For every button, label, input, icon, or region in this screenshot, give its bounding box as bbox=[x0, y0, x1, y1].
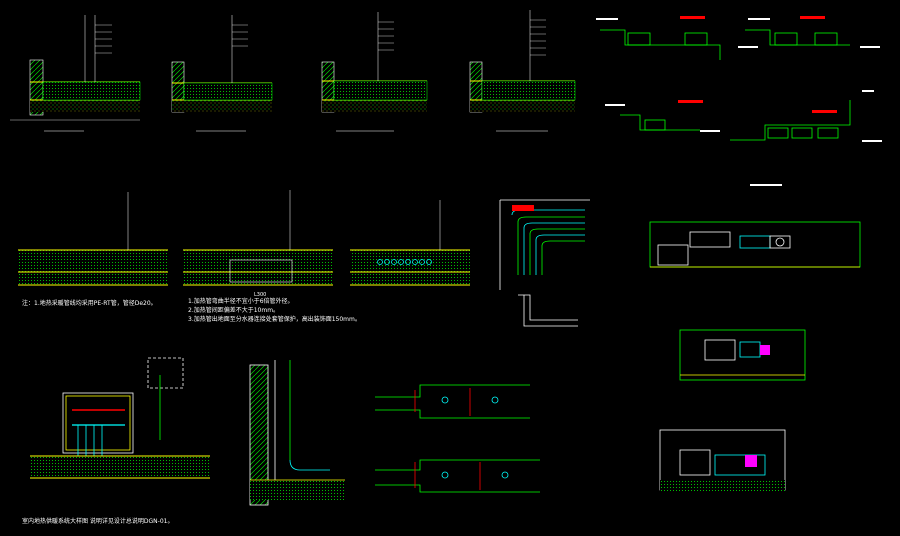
equipment-detail-1 bbox=[649, 221, 861, 268]
pipe-system-diagram-2 bbox=[375, 459, 540, 493]
fan-coil-labels-white bbox=[596, 18, 882, 186]
notes-mid-1: 1.加热管弯曲半径不宜小于6倍管外径。 bbox=[188, 298, 294, 305]
section-detail-4 bbox=[469, 10, 576, 132]
notes-mid-3: 3.加热管出地面至分水器连接处套管保护，高出装饰面150mm。 bbox=[188, 316, 361, 323]
wall-section-detail bbox=[249, 360, 345, 506]
section-detail-3 bbox=[321, 12, 428, 132]
section-detail-1 bbox=[10, 15, 141, 132]
dimension-label: L300 bbox=[254, 292, 267, 298]
floor-section-row2 bbox=[18, 190, 470, 286]
equipment-detail-3 bbox=[659, 429, 786, 492]
notes-mid-2: 2.加热管间距偏差不大于10mm。 bbox=[188, 307, 280, 314]
section-detail-2 bbox=[171, 15, 273, 132]
equipment-detail-2 bbox=[679, 329, 806, 381]
fan-coil-labels-red bbox=[678, 16, 837, 113]
manifold-box-detail bbox=[30, 357, 210, 479]
bottom-note: 室内地热供暖系统大样图 说明详见设计总说明DGN-01。 bbox=[22, 518, 174, 525]
fan-coil-schematic bbox=[600, 29, 851, 141]
pipe-bend-detail bbox=[499, 199, 590, 327]
pipe-system-diagram-1 bbox=[375, 384, 530, 419]
notes-left: 注：1.地热采暖管线均采用PE-RT管，管径De20。 bbox=[22, 300, 157, 307]
